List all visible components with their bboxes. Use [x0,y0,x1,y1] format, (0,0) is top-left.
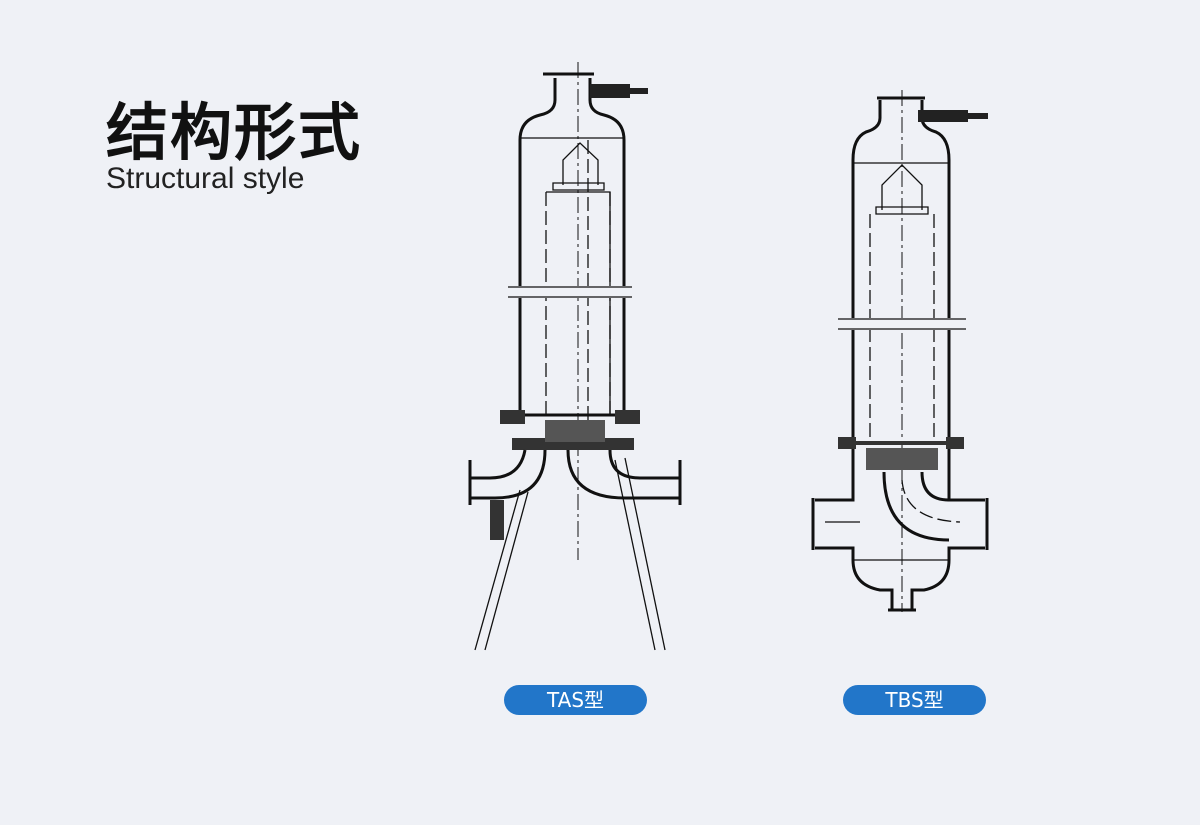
tbs-housing [811,90,989,612]
page-title: 结构形式 [106,96,363,169]
model-badge-tas: TAS型 [504,685,647,715]
tas-housing [468,62,682,651]
model-badge-tbs: TBS型 [843,685,986,715]
page-subtitle: Structural style [106,162,305,195]
